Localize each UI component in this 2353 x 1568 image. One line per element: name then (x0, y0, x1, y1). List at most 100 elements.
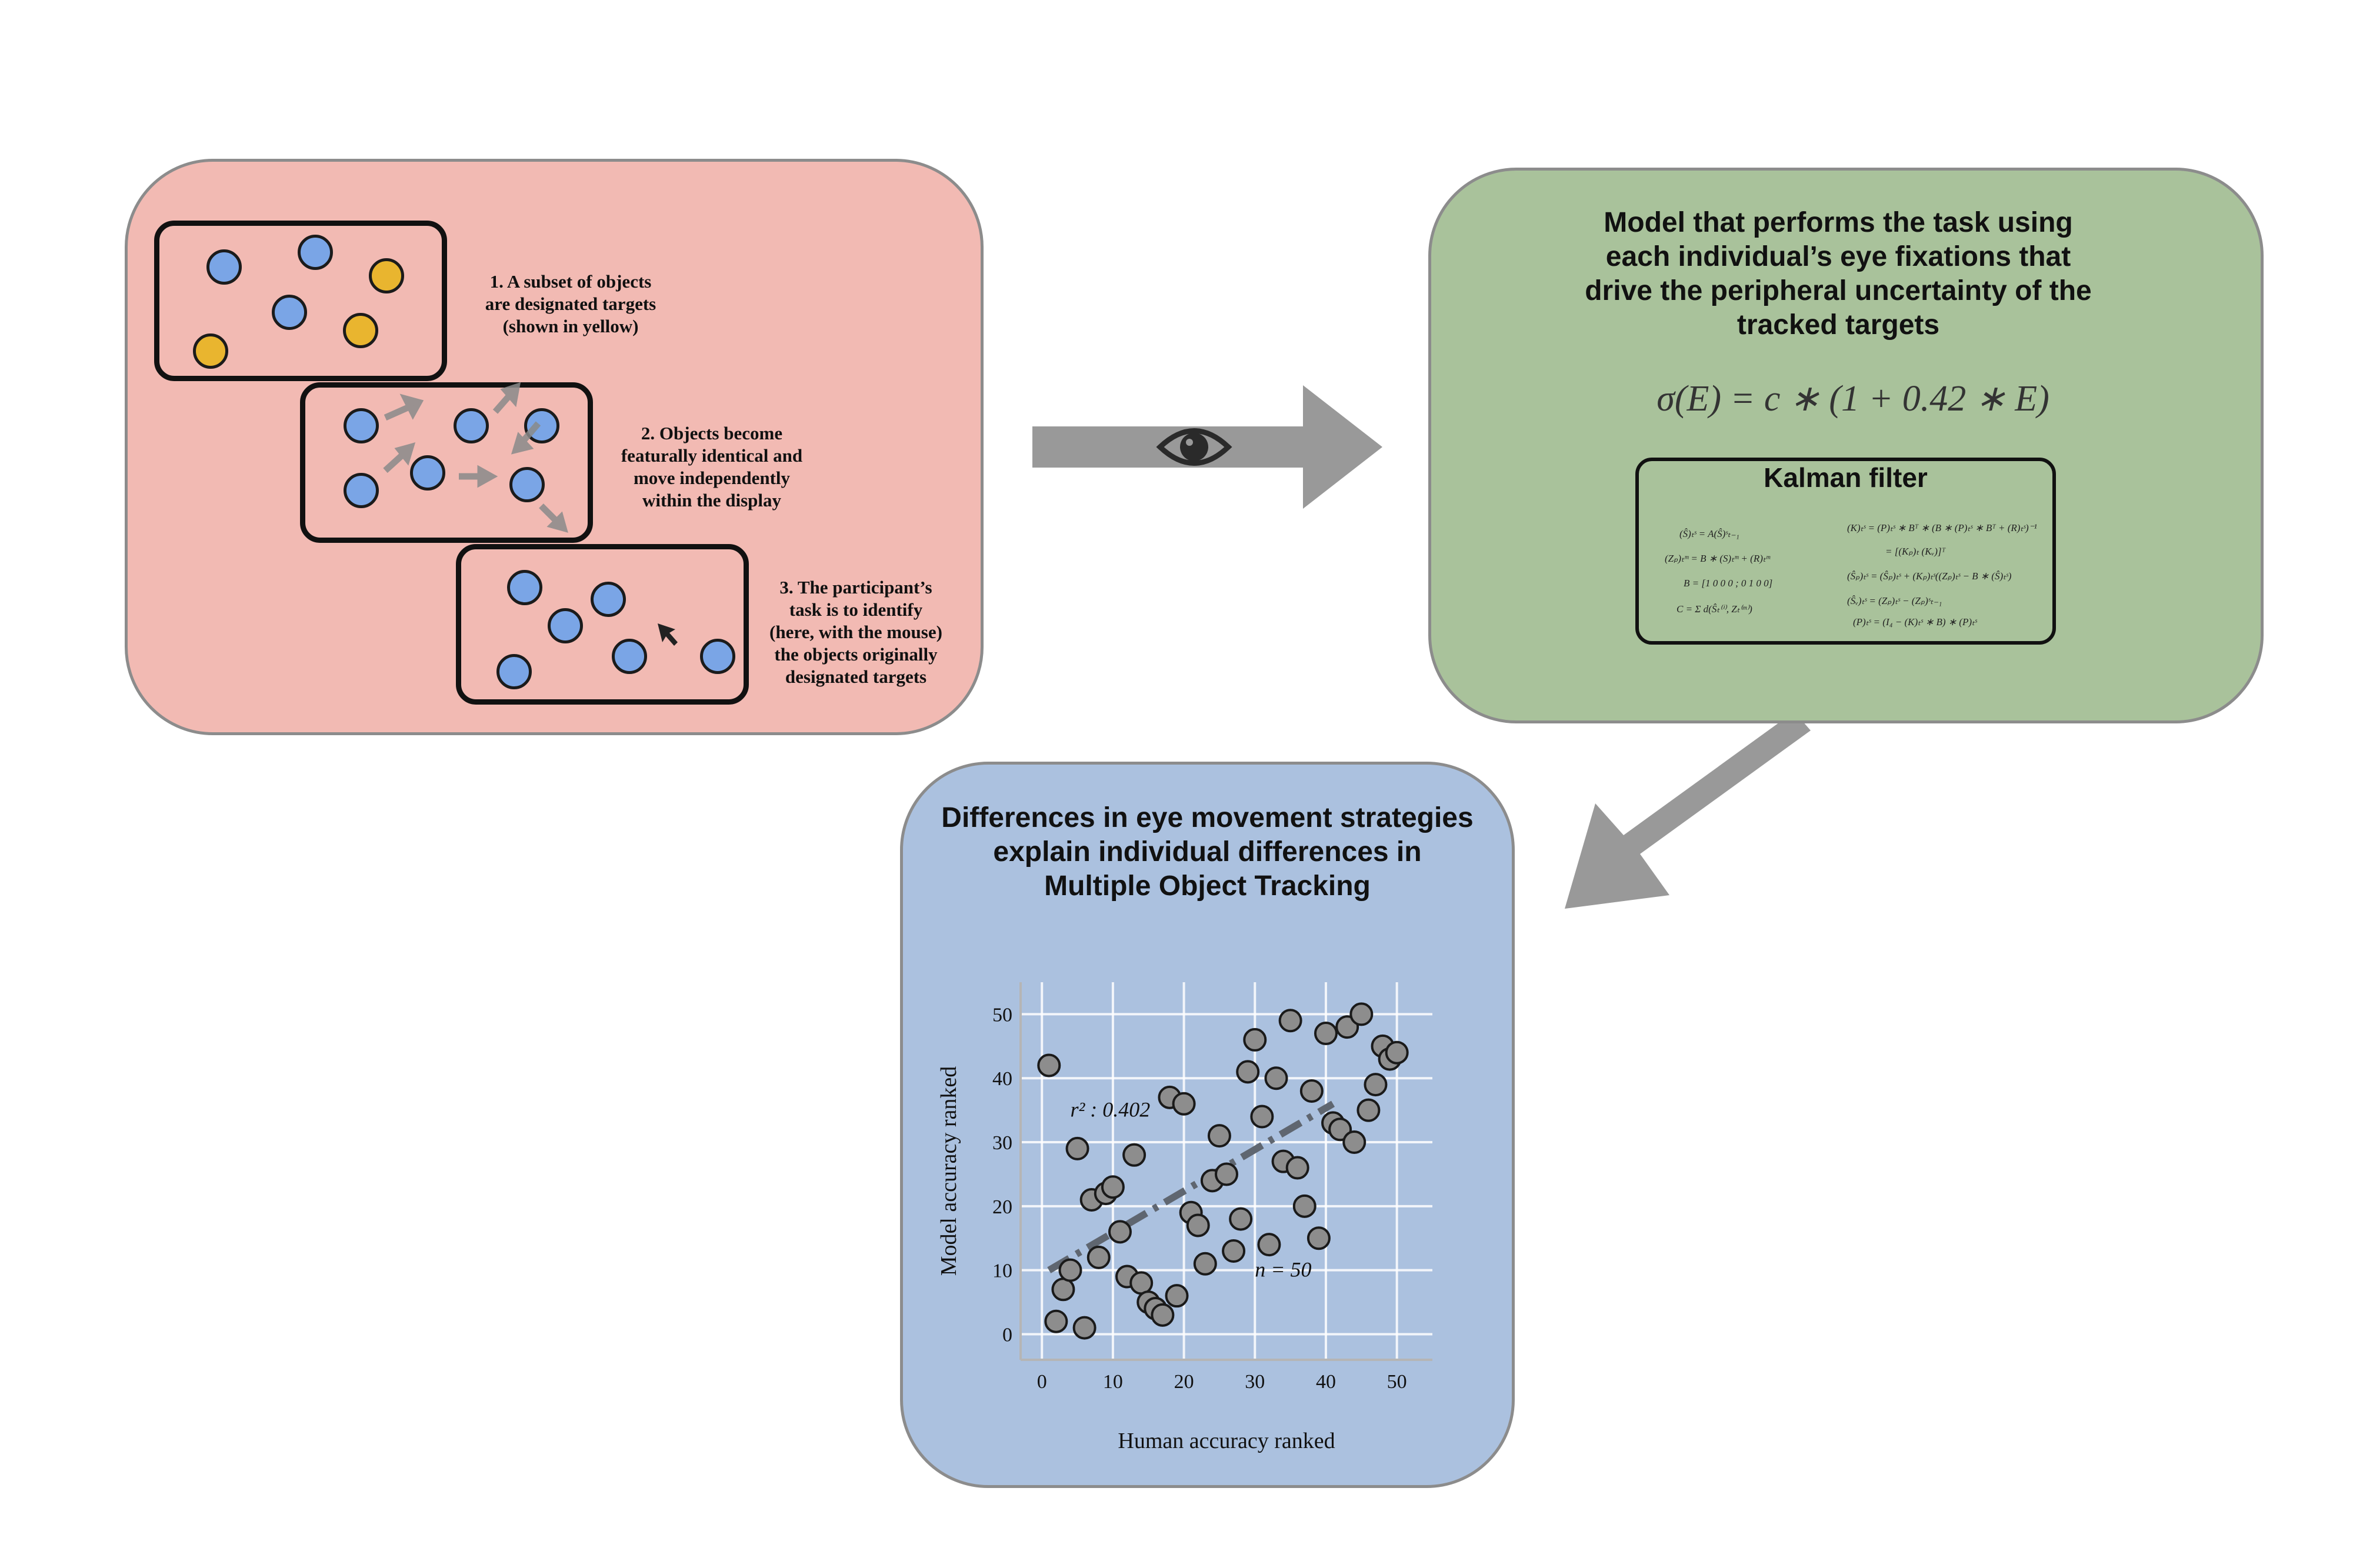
stage-3-display (456, 544, 749, 705)
x-tick-label: 0 (1037, 1371, 1047, 1393)
chart-trendline (1047, 1100, 1335, 1273)
sample-size-annotation: n = 50 (1255, 1258, 1311, 1282)
data-point (1165, 1284, 1189, 1308)
y-tick-label: 0 (1002, 1324, 1012, 1346)
data-point (1207, 1124, 1231, 1148)
data-point (1065, 1136, 1089, 1160)
target-dot (369, 258, 404, 293)
data-point (1250, 1105, 1274, 1129)
y-tick-label: 30 (992, 1132, 1012, 1154)
chart-axes (1019, 982, 1432, 1361)
object-dot (344, 408, 379, 443)
data-point (1037, 1053, 1061, 1077)
object-dot (344, 473, 379, 508)
object-dot (496, 654, 532, 689)
data-point (1108, 1220, 1132, 1244)
chart-labels: 0 10 20 30 40 50 0 10 20 30 40 50 r² : 0.402 n = 50 Hu… (936, 1004, 1407, 1453)
kalman-eq-left-4: C = Σ d(Ŝₜ⁽ⁱ⁾, Zₜ⁽ᵐ⁾) (1677, 603, 1752, 615)
chart-points (1037, 1002, 1409, 1340)
data-point (1236, 1060, 1260, 1084)
data-point (1299, 1079, 1324, 1103)
model-panel-title: Model that performs the task using each … (1585, 207, 2092, 341)
data-point (1357, 1098, 1381, 1122)
data-point (1229, 1207, 1253, 1231)
stage-2-display (300, 382, 593, 543)
data-point (1044, 1309, 1068, 1333)
kalman-eq-left-1: (Ŝ)ₜˢ = A(Ŝ)ˢₜ₋₁ (1679, 528, 1739, 539)
data-point (1257, 1233, 1281, 1257)
object-dot (591, 582, 626, 617)
data-point (1243, 1027, 1267, 1052)
x-axis-label: Human accuracy ranked (1118, 1429, 1335, 1453)
data-point (1314, 1022, 1338, 1046)
data-point (1349, 1002, 1374, 1026)
data-point (1264, 1066, 1288, 1090)
data-point (1186, 1213, 1210, 1237)
data-point (1307, 1226, 1331, 1250)
object-dot (507, 570, 542, 605)
data-point (1222, 1239, 1246, 1263)
x-tick-label: 50 (1387, 1371, 1407, 1393)
trend-line (1047, 1100, 1335, 1273)
target-dot (193, 333, 228, 369)
data-point (1342, 1130, 1367, 1155)
data-point (1051, 1277, 1075, 1302)
uncertainty-formula: σ(E) = c ∗ (1 + 0.42 ∗ E) (1657, 379, 2049, 419)
y-tick-label: 50 (992, 1004, 1012, 1026)
data-point (1364, 1073, 1388, 1097)
object-dot (509, 467, 545, 502)
object-dot (548, 608, 583, 643)
data-point (1193, 1252, 1217, 1276)
object-dot (454, 408, 489, 443)
kalman-eq-right-2: = [(Kₚ)ₜ (Kᵥ)]ᵀ (1885, 546, 1946, 557)
data-point (1122, 1143, 1146, 1167)
result-panel (900, 762, 1515, 1488)
x-tick-label: 40 (1316, 1371, 1336, 1393)
data-point (1151, 1303, 1175, 1327)
data-point (1385, 1040, 1409, 1065)
data-point (1101, 1175, 1125, 1199)
arrow-model-to-result (1565, 712, 1811, 909)
y-axis-label: Model accuracy ranked (936, 1066, 961, 1276)
r-squared-annotation: r² : 0.402 (1070, 1098, 1150, 1122)
data-point (1086, 1245, 1111, 1269)
step-1-text: 1. A subset of objects are designated ta… (485, 271, 656, 336)
y-tick-label: 10 (992, 1260, 1012, 1282)
data-point (1172, 1092, 1196, 1116)
target-dot (343, 313, 378, 348)
object-dot (272, 295, 307, 330)
x-tick-label: 30 (1245, 1371, 1265, 1393)
kalman-eq-right-5: (P)ₜˢ = (I₄ − (K)ₜˢ ∗ B) ∗ (P)ₜˢ (1853, 616, 1977, 628)
data-point (1215, 1162, 1238, 1186)
kalman-eq-left-3: B = [1 0 0 0 ; 0 1 0 0] (1684, 578, 1773, 589)
object-dot (298, 235, 333, 270)
data-point (1278, 1009, 1302, 1033)
x-tick-label: 20 (1174, 1371, 1194, 1393)
kalman-filter-box (1635, 458, 2056, 645)
data-point (1129, 1271, 1154, 1295)
y-tick-label: 20 (992, 1196, 1012, 1218)
data-point (1058, 1258, 1082, 1282)
kalman-eq-right-4: (Ŝᵥ)ₜˢ = (Zₚ)ₜˢ − (Zₚ)ˢₜ₋₁ (1847, 595, 1942, 606)
data-point (1292, 1194, 1317, 1218)
step-2-text: 2. Objects become featurally identical a… (621, 423, 803, 511)
object-dot (612, 639, 647, 674)
data-point (1072, 1316, 1096, 1340)
kalman-eq-left-2: (Zₚ)ₜᵐ = B ∗ (S)ₜᵐ + (R)ₜᵐ (1665, 553, 1770, 564)
object-dot (206, 249, 242, 285)
x-tick-label: 10 (1103, 1371, 1123, 1393)
step-3-text: 3. The participant’s task is to identify… (769, 577, 942, 687)
y-tick-label: 40 (992, 1068, 1012, 1090)
result-panel-title: Differences in eye movement strategies e… (941, 802, 1474, 902)
object-dot (410, 455, 445, 491)
kalman-filter-title: Kalman filter (1764, 462, 1928, 493)
kalman-eq-right-3: (Ŝₚ)ₜˢ = (Ŝₚ)ₜˢ + (Kₚ)ₜˢ((Zₚ)ₜˢ − B ∗ (Ŝ… (1847, 571, 2012, 582)
stage-1-display (154, 221, 447, 381)
object-dot (700, 639, 735, 674)
data-point (1285, 1156, 1309, 1180)
kalman-eq-right-1: (K)ₜˢ = (P)ₜˢ ∗ Bᵀ ∗ (B ∗ (P)ₜˢ ∗ Bᵀ + (… (1847, 522, 2037, 533)
